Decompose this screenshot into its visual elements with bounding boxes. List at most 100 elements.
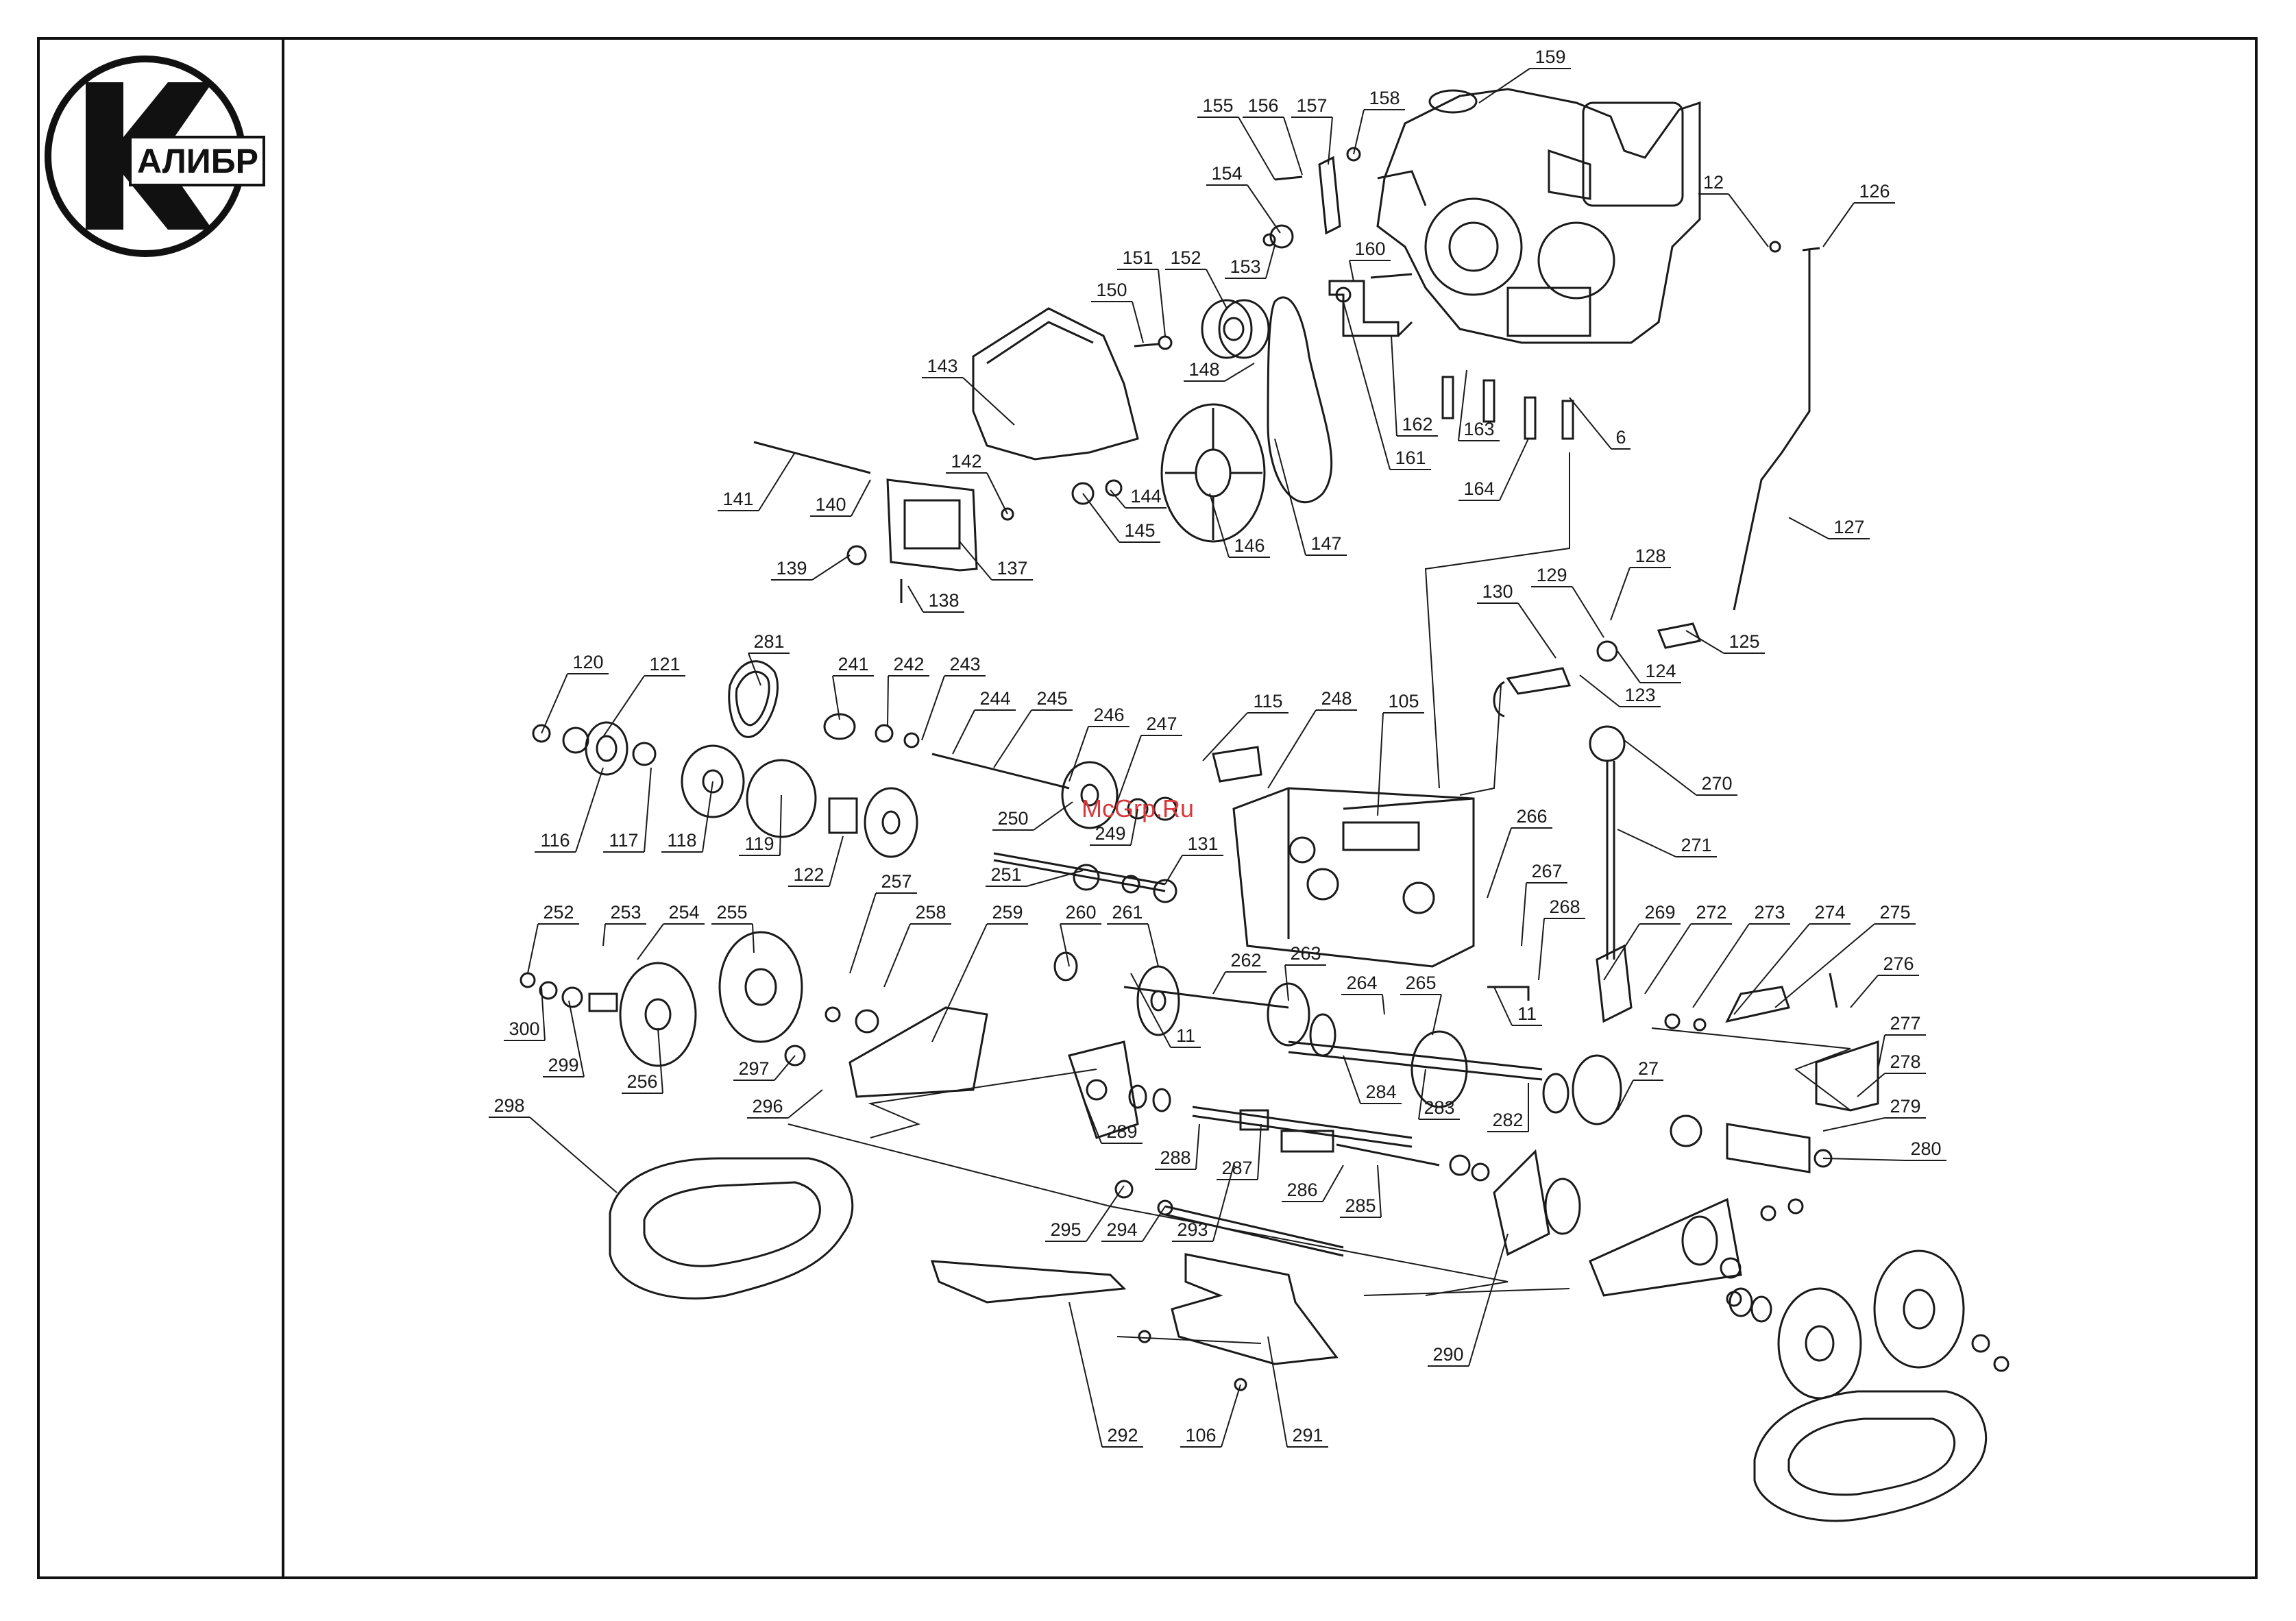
right-track xyxy=(1753,1390,1988,1522)
callout-leader xyxy=(1349,260,1354,282)
callout-leader xyxy=(787,1089,823,1119)
callout-leader xyxy=(1353,109,1365,155)
callout-leader xyxy=(1224,363,1255,382)
callout-leader xyxy=(1132,301,1144,343)
callout-leader xyxy=(1212,1165,1234,1242)
part-callout-146: 146 xyxy=(1234,535,1265,556)
part-callout-154: 154 xyxy=(1211,163,1242,184)
part-callout-277: 277 xyxy=(1890,1013,1920,1034)
part-callout-151: 151 xyxy=(1122,247,1153,268)
part-callout-11: 11 xyxy=(1517,1003,1537,1024)
callout-leader xyxy=(1130,808,1138,846)
part-callout-263: 263 xyxy=(1290,943,1321,964)
part-callout-131: 131 xyxy=(1187,833,1218,854)
part-callout-140: 140 xyxy=(815,494,846,515)
callout-leader xyxy=(1644,923,1692,995)
callout-leader xyxy=(758,452,796,511)
callout-leader xyxy=(1283,117,1303,175)
part-callout-164: 164 xyxy=(1463,478,1494,499)
part-callout-288: 288 xyxy=(1160,1147,1190,1168)
callout-leader xyxy=(1788,517,1829,539)
callout-leader xyxy=(1487,827,1512,899)
callout-leader xyxy=(1322,1165,1344,1202)
gearbox-housing xyxy=(1212,746,1475,968)
part-callout-249: 249 xyxy=(1095,823,1125,844)
part-callout-27: 27 xyxy=(1638,1058,1659,1079)
part-callout-105: 105 xyxy=(1388,691,1419,711)
callout-leader xyxy=(779,794,782,856)
part-callout-300: 300 xyxy=(509,1019,539,1039)
callout-leader xyxy=(1265,245,1275,279)
callout-leader xyxy=(1822,1158,1906,1161)
callout-leader xyxy=(851,479,871,517)
callout-leader xyxy=(1328,117,1333,165)
part-callout-122: 122 xyxy=(793,864,824,885)
part-callout-293: 293 xyxy=(1177,1219,1208,1240)
callout-leader xyxy=(541,673,568,734)
part-callout-253: 253 xyxy=(610,902,641,923)
part-callout-145: 145 xyxy=(1124,520,1155,541)
large-pulley xyxy=(1160,403,1266,543)
part-callout-127: 127 xyxy=(1833,517,1864,537)
watermark: McGrp.Ru xyxy=(1082,794,1194,822)
callout-leader xyxy=(541,986,546,1041)
callout-leader xyxy=(1033,801,1073,831)
part-callout-11: 11 xyxy=(1176,1025,1195,1046)
part-callout-243: 243 xyxy=(949,654,980,674)
part-callout-268: 268 xyxy=(1549,897,1580,917)
part-callout-118: 118 xyxy=(667,830,696,851)
part-callout-286: 286 xyxy=(1286,1180,1317,1200)
callout-leader xyxy=(1521,882,1527,947)
callout-leader xyxy=(568,1000,585,1077)
callout-leader xyxy=(1238,117,1275,180)
part-callout-148: 148 xyxy=(1188,359,1219,380)
callout-leader xyxy=(1110,489,1126,509)
part-callout-161: 161 xyxy=(1395,448,1426,468)
callout-leader xyxy=(1728,193,1769,247)
callout-leader xyxy=(1082,493,1120,543)
part-callout-242: 242 xyxy=(893,654,924,674)
callout-leader xyxy=(1267,1336,1288,1448)
part-callout-265: 265 xyxy=(1405,973,1436,993)
part-callout-298: 298 xyxy=(493,1095,524,1116)
part-callout-245: 245 xyxy=(1036,688,1067,709)
part-callout-274: 274 xyxy=(1814,902,1845,923)
callout-leader xyxy=(1624,740,1697,796)
callout-leader xyxy=(748,653,761,686)
callout-leader xyxy=(644,767,652,853)
callout-leader xyxy=(1068,726,1089,782)
callout-leader xyxy=(1579,674,1620,707)
callout-leader xyxy=(832,675,840,720)
callout-leader xyxy=(527,923,539,974)
callout-leader xyxy=(575,767,604,853)
part-callout-299: 299 xyxy=(548,1055,578,1075)
part-callout-260: 260 xyxy=(1065,902,1096,923)
part-callout-117: 117 xyxy=(609,830,638,851)
part-callout-294: 294 xyxy=(1106,1219,1137,1240)
lower-shaft-assembly xyxy=(520,931,1879,1257)
callout-leader xyxy=(1068,1302,1103,1448)
callout-leader xyxy=(774,1055,796,1081)
part-callout-124: 124 xyxy=(1645,661,1676,681)
part-callout-269: 269 xyxy=(1644,902,1675,923)
part-callout-296: 296 xyxy=(752,1096,783,1117)
part-callout-155: 155 xyxy=(1202,95,1233,116)
part-callout-152: 152 xyxy=(1170,247,1201,268)
callout-leader xyxy=(1257,1123,1262,1180)
callout-leader xyxy=(1274,438,1306,556)
part-callout-123: 123 xyxy=(1624,685,1655,705)
callout-leader xyxy=(1116,735,1142,803)
part-callout-129: 129 xyxy=(1536,565,1567,585)
part-callout-272: 272 xyxy=(1696,902,1726,923)
part-callout-283: 283 xyxy=(1424,1097,1454,1118)
callout-leader xyxy=(1086,1185,1125,1242)
callout-leader xyxy=(1377,712,1384,816)
callout-leader xyxy=(907,585,924,613)
part-callout-159: 159 xyxy=(1535,47,1565,67)
part-callout-157: 157 xyxy=(1296,95,1327,116)
upper-shaft-assembly xyxy=(532,713,1177,903)
part-callout-285: 285 xyxy=(1345,1195,1376,1216)
callout-leader xyxy=(1478,68,1530,103)
